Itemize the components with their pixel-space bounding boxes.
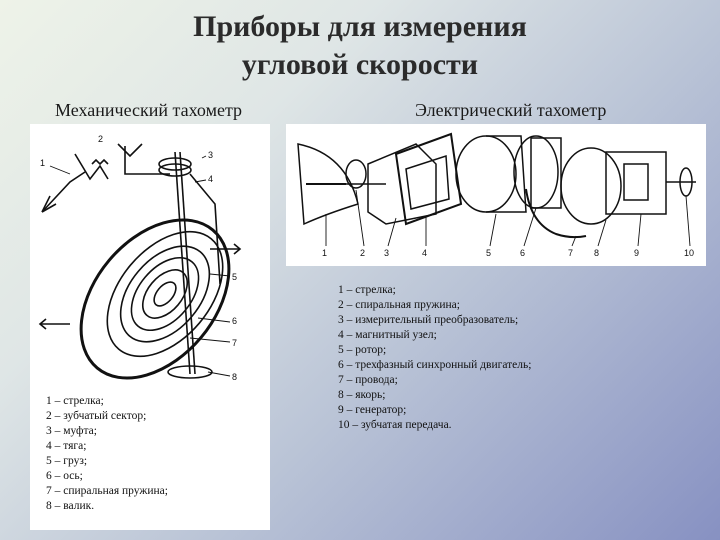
mech-legend-item: 4 – тяга;	[46, 440, 87, 452]
elec-callout-8: 8	[594, 248, 599, 258]
mech-callout-6: 6	[232, 316, 237, 326]
mech-diagram-svg: 1 2 3 4 5 6 7 8	[38, 134, 242, 382]
elec-generator	[560, 147, 622, 225]
mech-legend-panel: 1 – стрелка; 2 – зубчатый сектор; 3 – му…	[30, 386, 270, 530]
elec-legend-item: 9 – генератор;	[338, 404, 407, 416]
mech-rod	[189, 173, 221, 285]
mech-legend-item: 8 – валик.	[46, 500, 95, 512]
elec-callout-3: 3	[384, 248, 389, 258]
elec-legend: 1 – стрелка; 2 – спиральная пружина; 3 –…	[338, 283, 531, 433]
elec-rotor	[455, 135, 517, 213]
elec-legend-item: 7 – провода;	[338, 374, 398, 386]
mech-callout-3: 3	[208, 150, 213, 160]
elec-legend-item: 2 – спиральная пружина;	[338, 299, 460, 311]
elec-legend-item: 3 – измерительный преобразователь;	[338, 314, 519, 326]
slide-title: Приборы для измерения угловой скорости	[0, 8, 720, 84]
elec-legend-item: 5 – ротор;	[338, 344, 387, 356]
mech-legend-item: 1 – стрелка;	[46, 395, 104, 407]
elec-callout-4: 4	[422, 248, 427, 258]
elec-legend-item: 6 – трехфазный синхронный двигатель;	[338, 359, 532, 371]
elec-callout-2: 2	[360, 248, 365, 258]
elec-magnetic-unit	[394, 132, 463, 226]
mech-callout-7: 7	[232, 338, 237, 348]
mech-legend-item: 7 – спиральная пружина;	[46, 485, 168, 497]
elec-callout-5: 5	[486, 248, 491, 258]
mech-gear-sector	[74, 153, 109, 181]
elec-legend-item: 1 – стрелка;	[338, 284, 396, 296]
mech-weight	[79, 218, 231, 380]
elec-spring	[345, 159, 367, 189]
title-line-2: угловой скорости	[241, 48, 479, 81]
mech-legend: 1 – стрелка; 2 – зубчатый сектор; 3 – му…	[46, 394, 168, 514]
mech-pointer	[41, 171, 86, 213]
mech-callout-4: 4	[208, 174, 213, 184]
elec-diagram-svg: 1 2 3 4 5 6 7 8 9 10	[297, 132, 696, 258]
elec-callout-9: 9	[634, 248, 639, 258]
mech-tachometer-diagram: 1 2 3 4 5 6 7 8	[30, 124, 270, 386]
mech-axis	[174, 151, 191, 375]
elec-callout-6: 6	[520, 248, 525, 258]
elec-motor	[513, 135, 559, 209]
mech-shaft	[167, 365, 213, 379]
mech-callout-2: 2	[98, 134, 103, 144]
mech-spiral-spring	[119, 245, 211, 343]
elec-legend-item: 4 – магнитный узел;	[338, 329, 437, 341]
elec-legend-item: 10 – зубчатая передача.	[338, 419, 452, 431]
mech-legend-item: 6 – ось;	[46, 470, 83, 482]
elec-tachometer-diagram: 1 2 3 4 5 6 7 8 9 10	[286, 124, 706, 266]
mech-legend-item: 2 – зубчатый сектор;	[46, 410, 147, 422]
mech-tachometer-title: Механический тахометр	[55, 100, 243, 120]
mech-legend-item: 5 – груз;	[46, 455, 88, 467]
mech-callout-8: 8	[232, 372, 237, 382]
elec-callout-7: 7	[568, 248, 573, 258]
title-line-1: Приборы для измерения	[193, 10, 527, 43]
mech-callout-5: 5	[232, 272, 237, 282]
elec-tachometer-title: Электрический тахометр	[415, 100, 607, 120]
elec-callout-1: 1	[322, 248, 327, 258]
elec-armature	[605, 151, 667, 215]
mech-legend-item: 3 – муфта;	[46, 425, 97, 437]
elec-legend-item: 8 – якорь;	[338, 389, 386, 401]
mech-callout-1: 1	[40, 158, 45, 168]
elec-wires	[525, 188, 587, 239]
elec-callout-10: 10	[684, 248, 694, 258]
